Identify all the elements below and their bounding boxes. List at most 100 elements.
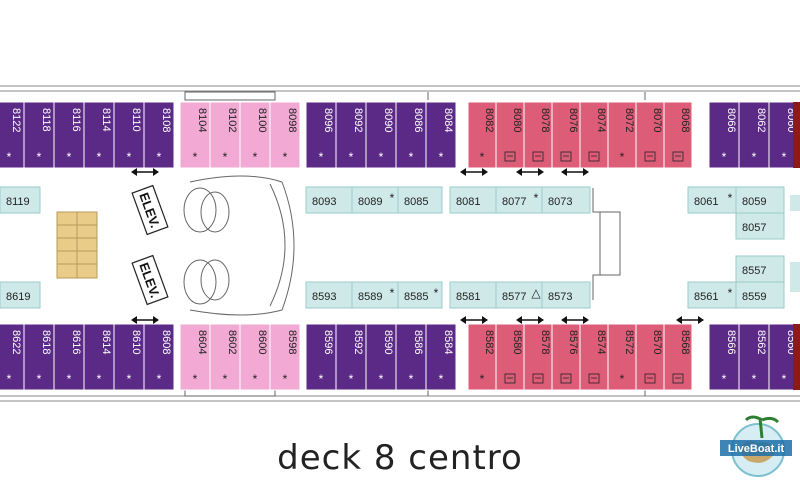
top-cabin-8122[interactable]: 8122* — [0, 101, 25, 169]
cabin-mark: * — [7, 150, 12, 164]
cabin-number: 8081 — [456, 196, 480, 208]
bottom-cabin-8590[interactable]: 8590* — [365, 323, 397, 391]
inner-cabin-8085[interactable]: 8085 — [397, 186, 443, 214]
top-cabin-8074[interactable]: 8074 — [579, 101, 609, 169]
bottom-cabin-8604[interactable]: 8604* — [179, 323, 211, 391]
top-cabin-8116[interactable]: 8116* — [53, 101, 85, 169]
inner-cabin-8573[interactable]: 8573 — [541, 281, 591, 309]
cabin-mark: * — [349, 150, 354, 164]
cabin-number: 8085 — [404, 196, 428, 208]
top-cabin-8080[interactable]: 8080 — [495, 101, 525, 169]
top-cabin-8062[interactable]: 8062* — [738, 101, 770, 169]
cabin-mark: * — [223, 150, 228, 164]
top-cabin-8086[interactable]: 8086* — [395, 101, 427, 169]
cabin-mark: * — [379, 150, 384, 164]
bottom-cabin-8578[interactable]: 8578 — [523, 323, 553, 391]
bottom-cabin-8586[interactable]: 8586* — [395, 323, 427, 391]
top-cabin-8110[interactable]: 8110* — [113, 101, 145, 169]
inner-cabin-8581[interactable]: 8581 — [449, 281, 497, 309]
bottom-cabin-8576[interactable]: 8576 — [551, 323, 581, 391]
bottom-cabin-8614[interactable]: 8614* — [83, 323, 115, 391]
top-cabin-8102[interactable]: 8102* — [209, 101, 241, 169]
top-cabin-8076[interactable]: 8076 — [551, 101, 581, 169]
cabin-mark: * — [782, 150, 787, 164]
cabin-amenity-icon — [672, 373, 684, 384]
inner-cabin-8559[interactable]: 8559 — [735, 281, 785, 309]
top-cabin-8104[interactable]: 8104* — [179, 101, 211, 169]
cabin-number: 8586 — [412, 330, 424, 354]
top-cabin-8078[interactable]: 8078 — [523, 101, 553, 169]
bottom-cabin-8584[interactable]: 8584* — [425, 323, 457, 391]
cabin-number: 8070 — [651, 108, 663, 132]
top-cabin-8082[interactable]: 8082* — [467, 101, 497, 169]
top-cabin-8090[interactable]: 8090* — [365, 101, 397, 169]
top-cabin-8066[interactable]: 8066* — [708, 101, 740, 169]
inner-cabin-8557[interactable]: 8557 — [735, 255, 785, 283]
top-cabin-8072[interactable]: 8072* — [607, 101, 637, 169]
bottom-cabin-8610[interactable]: 8610* — [113, 323, 145, 391]
top-cabin-8084[interactable]: 8084* — [425, 101, 457, 169]
cabin-number: 8072 — [623, 108, 635, 132]
cabin-number: 8086 — [412, 108, 424, 132]
cabin-amenity-icon — [504, 151, 516, 162]
cabin-mark: * — [319, 150, 324, 164]
cabin-number: 8570 — [651, 330, 663, 354]
cabin-amenity-icon — [560, 151, 572, 162]
top-cabin-8118[interactable]: 8118* — [23, 101, 55, 169]
bottom-cabin-8570[interactable]: 8570 — [635, 323, 665, 391]
top-cabin-8068[interactable]: 8068 — [663, 101, 693, 169]
inner-cabin-8119[interactable]: 8119 — [0, 186, 41, 214]
top-cabin-8100[interactable]: 8100* — [239, 101, 271, 169]
cabin-number: 8100 — [256, 108, 268, 132]
inner-cabin-8081[interactable]: 8081 — [449, 186, 497, 214]
cabin-mark: * — [722, 372, 727, 386]
inner-cabin-8073[interactable]: 8073 — [541, 186, 591, 214]
bottom-cabin-8580[interactable]: 8580 — [495, 323, 525, 391]
bottom-cabin-8566[interactable]: 8566* — [708, 323, 740, 391]
cabin-number: 8573 — [548, 291, 572, 303]
bottom-cabin-8616[interactable]: 8616* — [53, 323, 85, 391]
inner-cabin-8059[interactable]: 8059 — [735, 186, 785, 214]
cabin-number: 8073 — [548, 196, 572, 208]
bottom-cabin-8622[interactable]: 8622* — [0, 323, 25, 391]
connecting-door-icon — [131, 168, 159, 176]
top-cabin-8098[interactable]: 8098* — [269, 101, 301, 169]
bottom-cabin-8600[interactable]: 8600* — [239, 323, 271, 391]
edge-block-top — [793, 102, 800, 168]
inner-cabin-8077[interactable]: 8077* — [495, 186, 543, 214]
cabin-amenity-icon — [532, 373, 544, 384]
bottom-cabin-8562[interactable]: 8562* — [738, 323, 770, 391]
bottom-cabin-8574[interactable]: 8574 — [579, 323, 609, 391]
bottom-cabin-8582[interactable]: 8582* — [467, 323, 497, 391]
bottom-cabin-8568[interactable]: 8568 — [663, 323, 693, 391]
bottom-cabin-8618[interactable]: 8618* — [23, 323, 55, 391]
top-cabin-8096[interactable]: 8096* — [305, 101, 337, 169]
bottom-cabin-8596[interactable]: 8596* — [305, 323, 337, 391]
inner-cabin-8577[interactable]: 8577△ — [495, 281, 543, 309]
inner-cabin-8061[interactable]: 8061* — [687, 186, 737, 214]
inner-cabin-8585[interactable]: 8585* — [397, 281, 443, 309]
inner-cabin-8589[interactable]: 8589* — [351, 281, 399, 309]
top-cabin-8092[interactable]: 8092* — [335, 101, 367, 169]
top-cabin-8070[interactable]: 8070 — [635, 101, 665, 169]
cabin-number: 8568 — [679, 330, 691, 354]
top-cabin-8114[interactable]: 8114* — [83, 101, 115, 169]
bottom-cabin-8592[interactable]: 8592* — [335, 323, 367, 391]
inner-cabin-8057[interactable]: 8057 — [735, 212, 785, 240]
inner-cabin-8593[interactable]: 8593 — [305, 281, 353, 309]
cabin-mark: △ — [531, 286, 541, 300]
inner-cabin-8619[interactable]: 8619 — [0, 281, 41, 309]
inner-cabin-8561[interactable]: 8561* — [687, 281, 737, 309]
bottom-cabin-8602[interactable]: 8602* — [209, 323, 241, 391]
inner-cabin-8089[interactable]: 8089* — [351, 186, 399, 214]
cabin-number: 8616 — [70, 330, 82, 354]
connecting-door-icon — [516, 316, 544, 324]
bottom-cabin-8572[interactable]: 8572* — [607, 323, 637, 391]
cabin-mark: * — [480, 150, 485, 164]
bottom-cabin-8598[interactable]: 8598* — [269, 323, 301, 391]
cabin-number: 8578 — [539, 330, 551, 354]
bottom-cabin-8608[interactable]: 8608* — [143, 323, 175, 391]
inner-cabin-8093[interactable]: 8093 — [305, 186, 353, 214]
top-cabin-8108[interactable]: 8108* — [143, 101, 175, 169]
